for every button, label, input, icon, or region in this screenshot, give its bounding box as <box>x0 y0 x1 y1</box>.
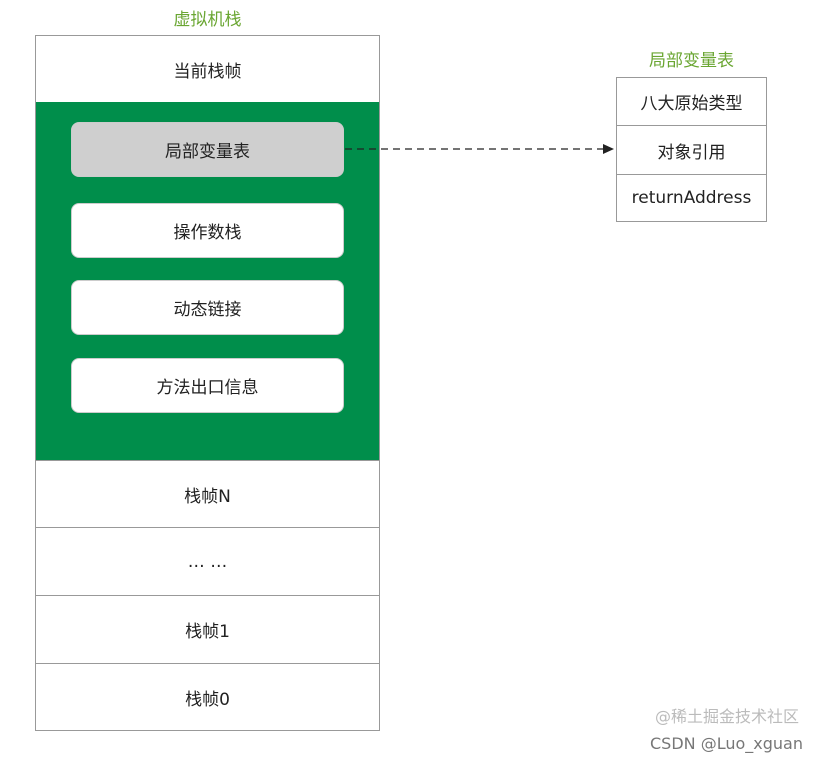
frame-1: 栈帧1 <box>35 595 380 664</box>
watermark-csdn: CSDN @Luo_xguan <box>650 734 803 753</box>
locals-row-return-address: returnAddress <box>616 174 767 222</box>
frame-n: 栈帧N <box>35 460 380 528</box>
local-variable-table-box: 局部变量表 <box>71 122 344 177</box>
watermark-juejin: @稀土掘金技术社区 <box>655 707 800 726</box>
operand-stack-box: 操作数栈 <box>71 203 344 258</box>
locals-row-object-ref: 对象引用 <box>616 125 767 175</box>
frame-0: 栈帧0 <box>35 663 380 731</box>
dynamic-linking-box: 动态链接 <box>71 280 344 335</box>
jvm-stack-title: 虚拟机栈 <box>173 10 242 30</box>
locals-table-title: 局部变量表 <box>649 51 734 71</box>
return-address-info-box: 方法出口信息 <box>71 358 344 413</box>
locals-row-primitives: 八大原始类型 <box>616 77 767 126</box>
